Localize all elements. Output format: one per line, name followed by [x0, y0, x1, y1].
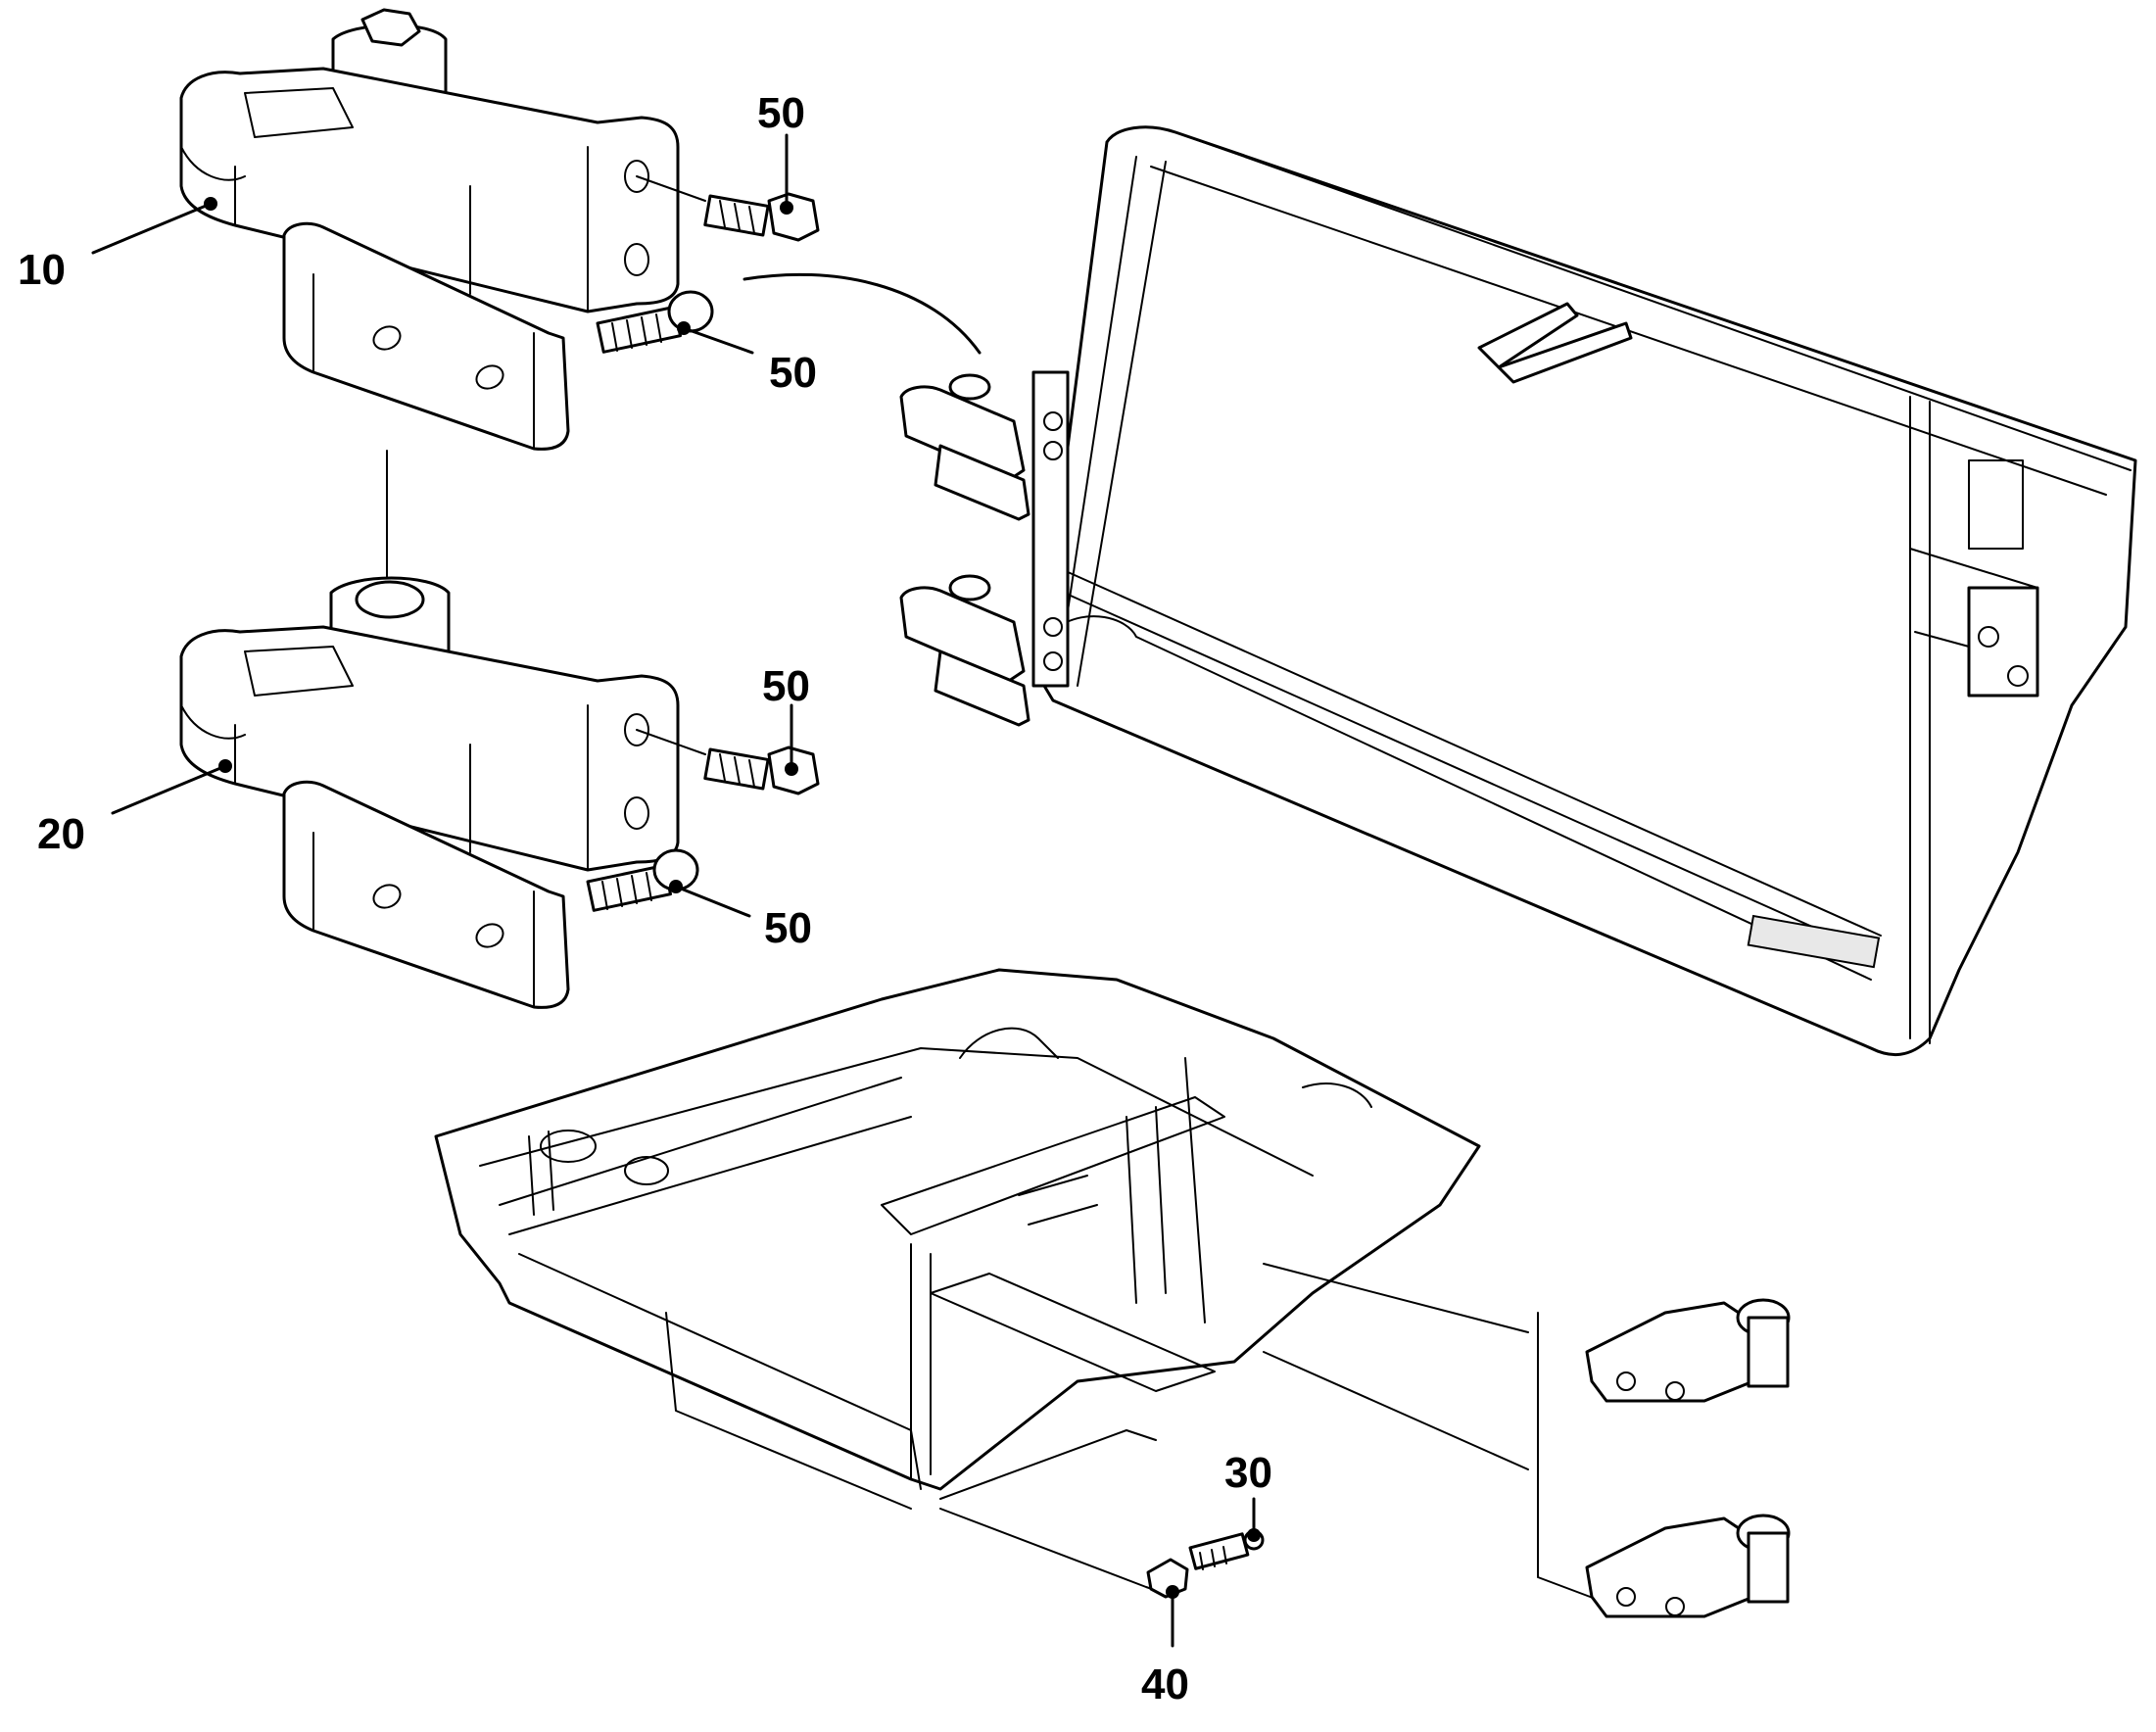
callout-leaders	[91, 133, 1261, 1648]
bolt-lower-b	[586, 848, 699, 912]
callout-20: 20	[37, 810, 85, 858]
door-hinge-upper	[899, 370, 1070, 688]
callout-10: 10	[18, 246, 66, 294]
chassis-hinge-lower	[1585, 1514, 1791, 1618]
bolt-upper-b	[596, 290, 714, 354]
chassis-hinge-upper	[1585, 1298, 1791, 1403]
callout-50-upper-right: 50	[769, 349, 817, 397]
hinge-lower	[179, 576, 680, 1009]
callout-40: 40	[1141, 1660, 1189, 1708]
chassis-frame	[434, 968, 1617, 1608]
door-panel	[899, 125, 2137, 1057]
callout-50-lower-right: 50	[764, 904, 812, 952]
callout-30: 30	[1224, 1449, 1272, 1497]
callout-50-top: 50	[757, 89, 805, 137]
bolt-upper-a	[636, 175, 820, 242]
bolt-lower-a	[636, 729, 820, 795]
callout-50-middle: 50	[762, 662, 810, 710]
hinge-upper	[179, 8, 680, 451]
door-hinge-lower	[899, 574, 1030, 727]
